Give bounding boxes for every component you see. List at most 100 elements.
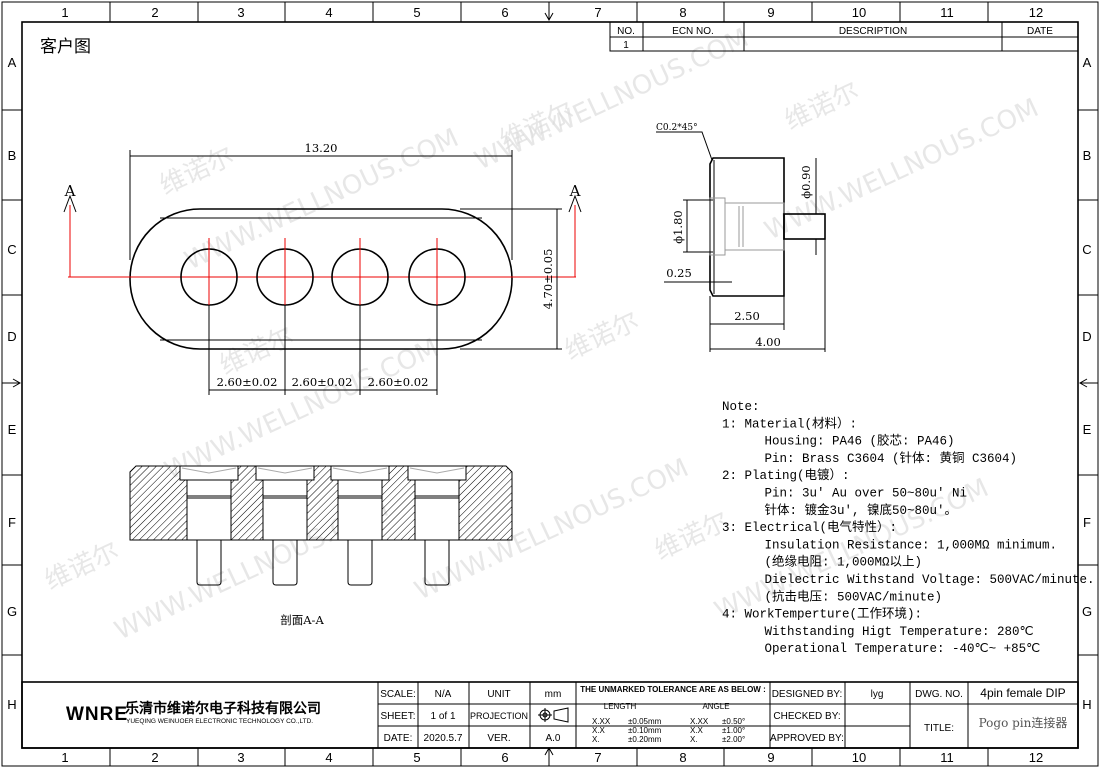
grid-column-label: 9 bbox=[767, 5, 774, 20]
grid-row-label: E bbox=[8, 422, 17, 437]
dim-pitch-2: 2.60±0.02 bbox=[292, 375, 353, 389]
note-line: Pin: Brass C3604 (针体: 黄铜 C3604) bbox=[742, 450, 1017, 466]
grid-column-label: 11 bbox=[940, 750, 954, 765]
dwg-no-value: 4pin female DIP bbox=[980, 686, 1065, 700]
center-arrow-icon bbox=[544, 2, 554, 22]
note-line: (绝缘电阻: 1,000MΩ以上) bbox=[742, 554, 922, 570]
title-label: TITLE: bbox=[924, 723, 954, 734]
scale-value: N/A bbox=[435, 689, 452, 700]
grid-column-label: 5 bbox=[413, 5, 420, 20]
grid-row-label: D bbox=[1082, 329, 1091, 344]
grid-row-label: C bbox=[7, 242, 16, 257]
grid-row-label: A bbox=[1083, 55, 1092, 70]
length-label: LENGTH bbox=[604, 702, 637, 711]
grid-column-label: 10 bbox=[852, 5, 866, 20]
scale-label: SCALE: bbox=[380, 689, 416, 700]
angle-label: ANGLE bbox=[702, 702, 729, 711]
note-line: Insulation Resistance: 1,000MΩ minimum. bbox=[742, 538, 1057, 552]
tolerance-cell: X.XX bbox=[690, 717, 709, 726]
projection-label: PROJECTION bbox=[470, 711, 528, 721]
note-line: Operational Temperature: -40℃~ +85℃ bbox=[742, 642, 1040, 656]
grid-row-label: H bbox=[7, 697, 16, 712]
watermarks: 维诺尔 WWW.WELLNOUS.COM 维诺尔 WWW.WELLNOUS.CO… bbox=[40, 23, 1043, 646]
designed-by-value: lyg bbox=[871, 689, 884, 700]
grid-column-label: 8 bbox=[679, 5, 686, 20]
pin-cavity bbox=[414, 479, 460, 541]
header-label: 客户图 bbox=[40, 37, 91, 57]
grid-column-label: 12 bbox=[1029, 5, 1043, 20]
section-marker-left: A bbox=[64, 182, 76, 200]
grid-row-label: B bbox=[8, 148, 17, 163]
grid-column-label: 3 bbox=[237, 5, 244, 20]
rev-header-date: DATE bbox=[1027, 26, 1053, 37]
tolerance-cell: ±0.20mm bbox=[628, 735, 662, 744]
dim-pin-dia: ϕ0.90 bbox=[799, 165, 813, 198]
revision-table: NO. ECN NO. DESCRIPTION DATE 1 bbox=[609, 21, 1079, 52]
grid-column-label: 9 bbox=[767, 750, 774, 765]
pin-tail bbox=[424, 540, 450, 586]
top-view: 13.20 4.70±0.05 2.60±0.02 2.60±0.02 2.60… bbox=[63, 141, 582, 395]
rev-row-no: 1 bbox=[623, 40, 629, 51]
watermark-cn: 维诺尔 bbox=[215, 321, 298, 381]
dim-hole-dia: ϕ1.80 bbox=[671, 210, 685, 243]
ver-value: A.0 bbox=[545, 733, 560, 744]
pin bbox=[783, 213, 826, 240]
watermark-cn: 维诺尔 bbox=[155, 141, 238, 201]
watermark-url: WWW.WELLNOUS.COM bbox=[160, 333, 443, 486]
section-marker-right: A bbox=[569, 182, 581, 200]
company-name-cn: 乐清市维诺尔电子科技有限公司 bbox=[125, 700, 321, 717]
grid-row-label: E bbox=[1083, 422, 1092, 437]
sheet-label: SHEET: bbox=[380, 711, 415, 722]
dim-body-len: 2.50 bbox=[734, 309, 760, 323]
grid-column-label: 12 bbox=[1029, 750, 1043, 765]
tolerance-cell: ±2.00° bbox=[722, 735, 745, 744]
rev-header-no: NO. bbox=[617, 26, 635, 37]
dim-offset: 0.25 bbox=[666, 266, 692, 280]
company-name-en: YUEQING WEINUOER ELECTRONIC TECHNOLOGY C… bbox=[126, 718, 313, 725]
grid-column-label: 5 bbox=[413, 750, 420, 765]
grid-column-label: 3 bbox=[237, 750, 244, 765]
sheet-value: 1 of 1 bbox=[430, 711, 455, 722]
pin-cavity bbox=[186, 479, 232, 541]
dim-overall-length: 13.20 bbox=[305, 141, 338, 155]
tolerance-cell: ±1.00° bbox=[722, 726, 745, 735]
grid-row-label: C bbox=[1082, 242, 1091, 257]
grid-column-label: 1 bbox=[61, 5, 68, 20]
section-label: 剖面A-A bbox=[280, 613, 324, 627]
projection-symbol-icon bbox=[538, 707, 569, 723]
rev-header-description: DESCRIPTION bbox=[839, 26, 907, 37]
tolerance-cell: ±0.05mm bbox=[628, 717, 662, 726]
grid-column-label: 7 bbox=[594, 5, 601, 20]
grid-column-label: 10 bbox=[852, 750, 866, 765]
housing-outline bbox=[129, 208, 513, 350]
company-logo: WNRE bbox=[66, 704, 128, 725]
watermark-cn: 维诺尔 bbox=[560, 306, 643, 366]
pin-cavity bbox=[337, 479, 383, 541]
grid-column-label: 2 bbox=[151, 750, 158, 765]
center-arrow-icon bbox=[1078, 378, 1098, 388]
grid-column-label: 11 bbox=[940, 5, 954, 20]
dim-width: 4.70±0.05 bbox=[541, 249, 555, 310]
tolerance-cell: ±0.50° bbox=[722, 717, 745, 726]
section-view: 剖面A-A bbox=[129, 465, 513, 627]
note-line: 4: WorkTemperture(工作环境): bbox=[722, 606, 922, 622]
grid-column-label: 6 bbox=[501, 5, 508, 20]
checked-by-label: CHECKED BY: bbox=[773, 711, 840, 722]
note-line: Housing: PA46 (胶芯: PA46) bbox=[742, 433, 955, 449]
tolerance-cell: X. bbox=[592, 735, 600, 744]
pin-cavity bbox=[262, 479, 308, 541]
note-line: 针体: 镀金3u', 镍底50~80u'。 bbox=[742, 502, 957, 518]
designed-by-label: DESIGNED BY: bbox=[772, 689, 843, 700]
grid-row-label: D bbox=[7, 329, 16, 344]
tolerance-cell: X.X bbox=[690, 726, 704, 735]
grid-row-label: F bbox=[1083, 515, 1091, 530]
grid-column-label: 8 bbox=[679, 750, 686, 765]
date-value: 2020.5.7 bbox=[424, 733, 463, 744]
grid-column-label: 6 bbox=[501, 750, 508, 765]
notes: Note:1: Material(材料）: Housing: PA46 (胶芯:… bbox=[722, 400, 1095, 656]
rev-header-ecn: ECN NO. bbox=[672, 26, 714, 37]
grid-row-label: F bbox=[8, 515, 16, 530]
dim-pitch-3: 2.60±0.02 bbox=[368, 375, 429, 389]
